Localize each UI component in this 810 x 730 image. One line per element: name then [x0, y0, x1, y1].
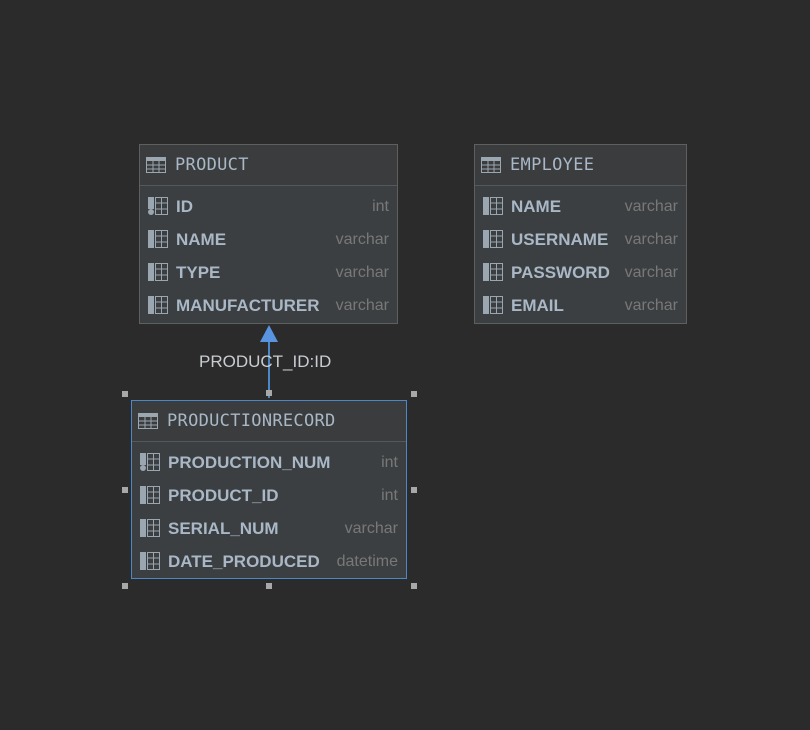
column-name: ID [176, 196, 193, 216]
column-type: varchar [335, 263, 389, 281]
column-type: int [381, 453, 398, 471]
column-type: int [372, 197, 389, 215]
column-type: varchar [335, 230, 389, 248]
column-row[interactable]: PASSWORD varchar [475, 256, 686, 289]
column-row[interactable]: NAME varchar [140, 223, 397, 256]
column-name: USERNAME [511, 229, 609, 249]
relationship-label: PRODUCT_ID:ID [199, 352, 332, 371]
resize-handle-bottom-right[interactable] [411, 583, 417, 589]
column-row[interactable]: PRODUCTION_NUM int [132, 446, 406, 479]
column-name: SERIAL_NUM [168, 518, 279, 538]
column-name: DATE_PRODUCED [168, 551, 320, 571]
resize-handle-bottom-center[interactable] [266, 583, 272, 589]
column-name: NAME [511, 196, 562, 216]
column-name: PASSWORD [511, 262, 610, 282]
column-row[interactable]: USERNAME varchar [475, 223, 686, 256]
table-header[interactable]: PRODUCTIONRECORD [132, 401, 406, 442]
resize-handle-middle-left[interactable] [122, 487, 128, 493]
column-row[interactable]: ID int [140, 190, 397, 223]
column-name: PRODUCT_ID [168, 485, 279, 505]
column-row[interactable]: NAME varchar [475, 190, 686, 223]
column-row[interactable]: PRODUCT_ID int [132, 479, 406, 512]
arrowhead-icon [260, 325, 278, 342]
table-name: PRODUCTIONRECORD [167, 411, 336, 431]
column-row[interactable]: EMAIL varchar [475, 289, 686, 322]
resize-handle-bottom-left[interactable] [122, 583, 128, 589]
table-name: EMPLOYEE [510, 155, 595, 175]
column-type: datetime [336, 552, 398, 570]
column-type: varchar [344, 519, 398, 537]
column-type: varchar [624, 197, 678, 215]
table-name: PRODUCT [175, 155, 249, 175]
table-header[interactable]: EMPLOYEE [475, 145, 686, 186]
column-type: int [381, 486, 398, 504]
resize-handle-top-right[interactable] [411, 391, 417, 397]
resize-handle-middle-right[interactable] [411, 487, 417, 493]
column-row[interactable]: DATE_PRODUCED datetime [132, 545, 406, 578]
column-name: MANUFACTURER [176, 295, 320, 315]
column-name: TYPE [176, 262, 221, 282]
edge-handle [266, 390, 272, 396]
column-row[interactable]: SERIAL_NUM varchar [132, 512, 406, 545]
column-row[interactable]: MANUFACTURER varchar [140, 289, 397, 322]
column-type: varchar [624, 230, 678, 248]
column-row[interactable]: TYPE varchar [140, 256, 397, 289]
column-name: EMAIL [511, 295, 564, 315]
resize-handle-top-left[interactable] [122, 391, 128, 397]
column-type: varchar [624, 296, 678, 314]
column-name: PRODUCTION_NUM [168, 452, 331, 472]
column-name: NAME [176, 229, 227, 249]
column-type: varchar [624, 263, 678, 281]
column-type: varchar [335, 296, 389, 314]
table-header[interactable]: PRODUCT [140, 145, 397, 186]
